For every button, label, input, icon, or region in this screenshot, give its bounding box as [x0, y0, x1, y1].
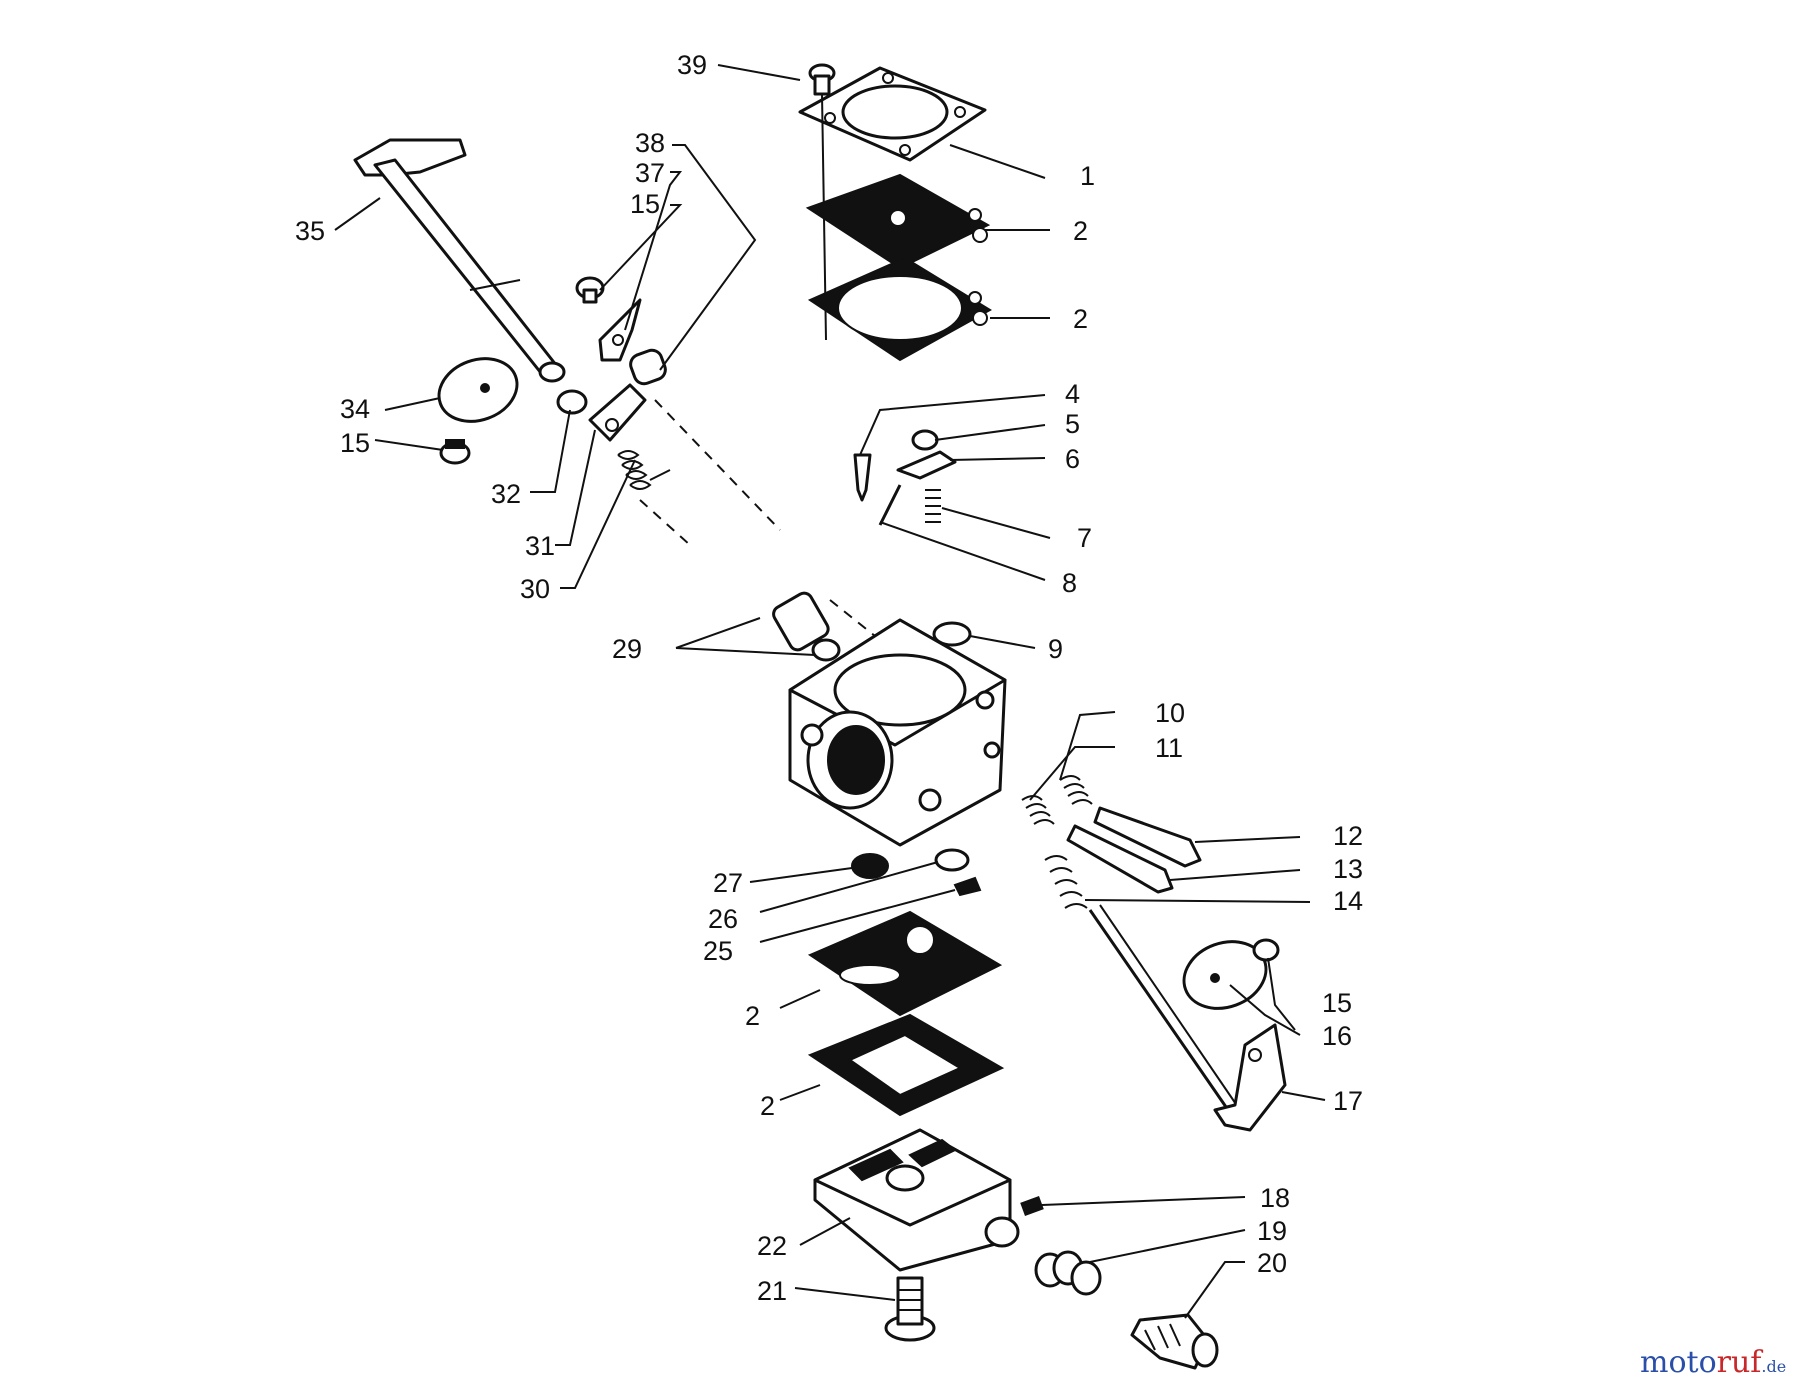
part-screw-15c — [1252, 938, 1280, 962]
part-gasket-2b — [807, 256, 992, 362]
part-lever-6 — [896, 450, 957, 480]
part-screw-39 — [808, 63, 836, 96]
callout-38: 38 — [635, 128, 665, 158]
callout-34: 34 — [340, 394, 370, 424]
part-spring-30 — [617, 450, 671, 490]
callout-25: 25 — [703, 936, 733, 966]
part-filter-29 — [772, 591, 841, 662]
part-screw-5 — [911, 429, 939, 451]
part-spring-18 — [1020, 1196, 1044, 1216]
callout-7: 7 — [1077, 523, 1092, 553]
callout-14: 14 — [1333, 886, 1363, 916]
part-pump-cover-22 — [813, 1128, 1020, 1272]
callout-5: 5 — [1065, 409, 1080, 439]
part-lever-31 — [588, 383, 647, 442]
part-screw-20 — [1130, 1313, 1219, 1370]
part-springs-10-11 — [1021, 775, 1093, 825]
callout-21: 21 — [757, 1276, 787, 1306]
part-throttle-plate-34 — [437, 357, 519, 423]
part-washer-26 — [934, 848, 970, 872]
callout-16: 16 — [1322, 1021, 1352, 1051]
callout-1: 1 — [1080, 161, 1095, 191]
part-spring-19 — [1034, 1250, 1102, 1296]
part-cover-plate-1 — [798, 66, 987, 162]
callout-2: 2 — [1073, 216, 1088, 246]
part-carburetor-body — [788, 618, 1007, 847]
callout-18: 18 — [1260, 1183, 1290, 1213]
callout-15: 15 — [340, 428, 370, 458]
callout-9: 9 — [1048, 634, 1063, 664]
part-gasket-2d — [807, 1013, 1005, 1117]
callout-30: 30 — [520, 574, 550, 604]
watermark-logo: motoruf.de — [1640, 1345, 1786, 1380]
callout-2: 2 — [745, 1001, 760, 1031]
callout-11: 11 — [1155, 733, 1183, 763]
part-screw-21 — [884, 1276, 936, 1342]
part-washer-32 — [556, 389, 588, 415]
callout-32: 32 — [491, 479, 521, 509]
part-screw-15a — [439, 439, 471, 465]
part-needles-12-13 — [1066, 806, 1202, 894]
callout-2: 2 — [1073, 304, 1088, 334]
svg-text:motoruf.de: motoruf.de — [1640, 1345, 1786, 1380]
callout-19: 19 — [1257, 1216, 1287, 1246]
callout-2: 2 — [760, 1091, 775, 1121]
part-throttle-shaft-35 — [353, 138, 566, 383]
callout-10: 10 — [1155, 698, 1185, 728]
callout-13: 13 — [1333, 854, 1363, 884]
callout-37: 37 — [635, 158, 665, 188]
part-spring-14 — [1044, 855, 1088, 909]
callout-17: 17 — [1333, 1086, 1363, 1116]
callout-12: 12 — [1333, 821, 1363, 851]
part-ring-9 — [932, 621, 972, 647]
callout-27: 27 — [713, 868, 743, 898]
leader-lines — [334, 64, 1326, 1319]
part-cap-27 — [851, 853, 889, 879]
part-pin-8 — [878, 484, 902, 526]
callout-15: 15 — [630, 189, 660, 219]
part-lever-37 — [598, 298, 642, 362]
callout-29: 29 — [612, 634, 642, 664]
callout-20: 20 — [1257, 1248, 1287, 1278]
part-diaphragm-2a — [805, 173, 991, 270]
part-diaphragm-2c — [807, 910, 1003, 1017]
part-screw-15b — [575, 276, 605, 304]
part-lever-17 — [1213, 1023, 1287, 1132]
callout-35: 35 — [295, 216, 325, 246]
callout-6: 6 — [1065, 444, 1080, 474]
callout-31: 31 — [525, 531, 555, 561]
callout-39: 39 — [677, 50, 707, 80]
callout-15: 15 — [1322, 988, 1352, 1018]
callout-22: 22 — [757, 1231, 787, 1261]
part-valve-25 — [953, 876, 982, 897]
part-needle-4 — [853, 453, 872, 502]
part-spring-7 — [925, 489, 941, 523]
callout-8: 8 — [1062, 568, 1077, 598]
callout-4: 4 — [1065, 379, 1080, 409]
callout-26: 26 — [708, 904, 738, 934]
part-bushing-38 — [629, 348, 667, 386]
callout-labels: 39 1 2 2 38 37 15 35 34 15 32 31 30 4 5 … — [295, 50, 1363, 1306]
